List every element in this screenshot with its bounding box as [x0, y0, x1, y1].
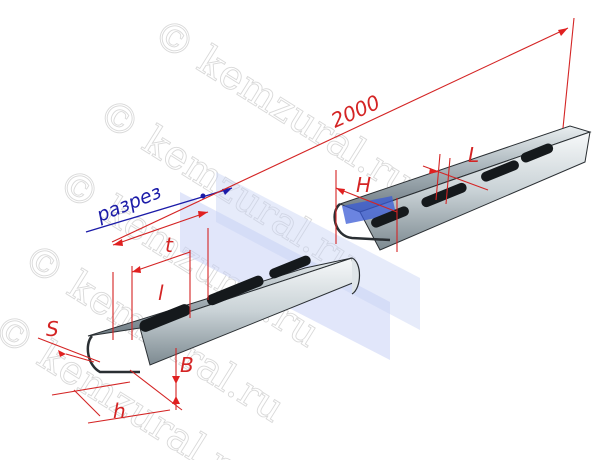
l-label: l [158, 281, 164, 305]
dimension-L: L [422, 143, 489, 205]
B-label: B [180, 353, 194, 377]
S-label: S [46, 317, 59, 341]
dimension-H: H [335, 170, 398, 252]
dimension-S: S [37, 317, 101, 363]
dimension-l: l [131, 250, 191, 340]
rail-segment-right [333, 125, 592, 251]
dimension-B: B [129, 348, 194, 411]
dimension-h: h [51, 381, 171, 424]
H-label: H [356, 173, 371, 197]
rail-segment-left [86, 255, 361, 374]
t-label: t [165, 233, 174, 257]
h-label: h [113, 399, 126, 423]
L-label: L [468, 143, 479, 167]
dimension-t: t [112, 211, 209, 340]
